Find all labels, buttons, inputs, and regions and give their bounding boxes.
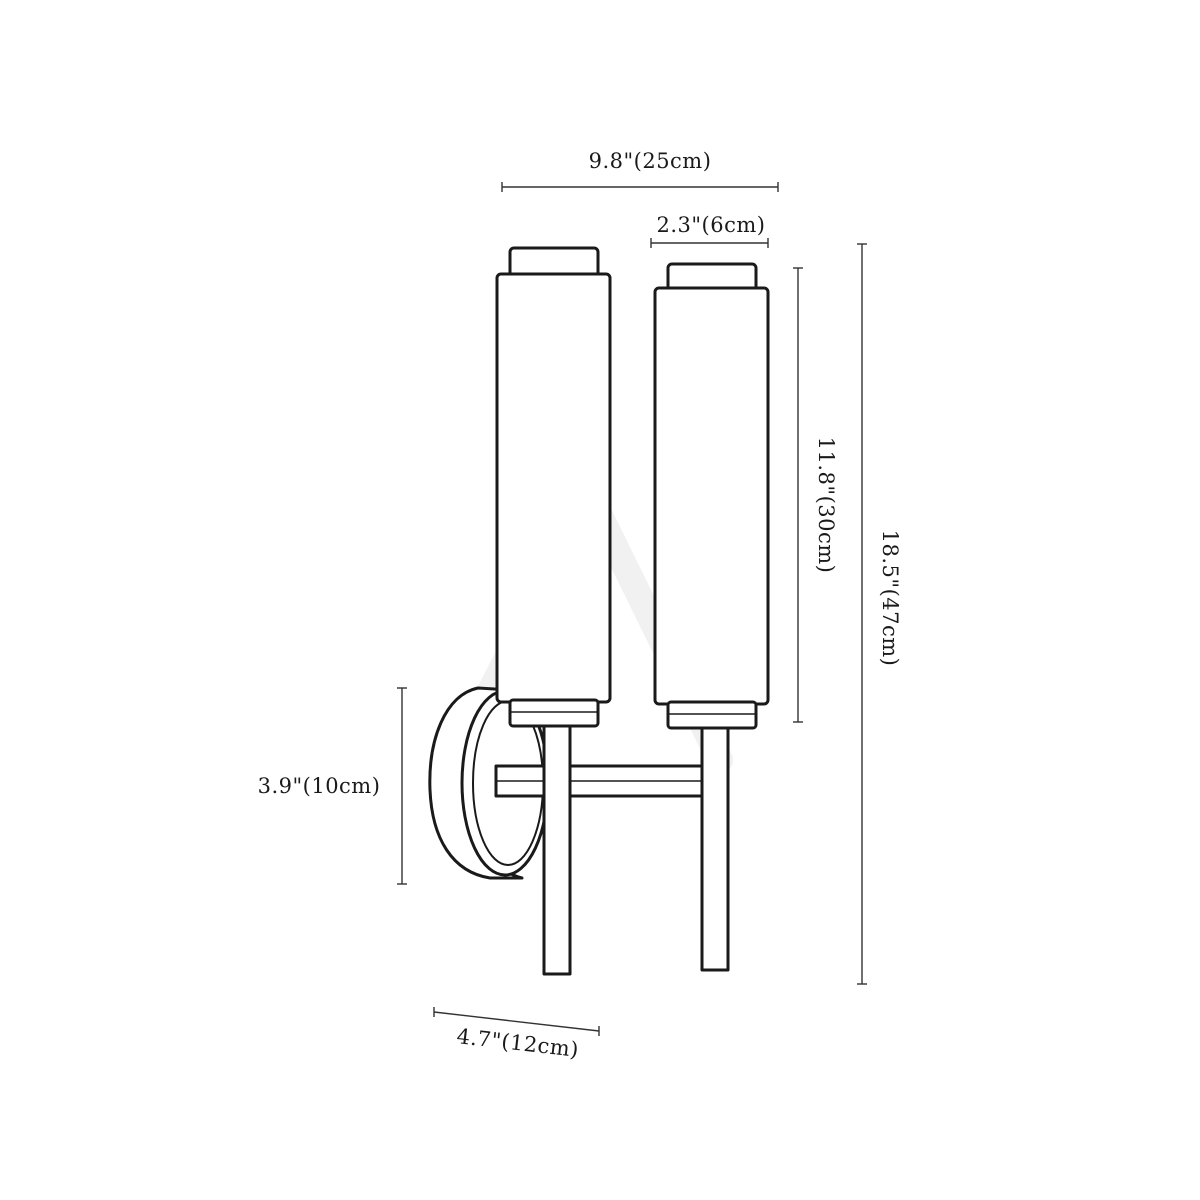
overall-width-label: 9.8"(25cm) — [589, 149, 712, 173]
projection-label: 4.7"(12cm) — [455, 1024, 580, 1062]
horizontal-arm — [494, 764, 708, 798]
dimension-lines — [397, 182, 867, 1036]
left-stem — [542, 720, 572, 976]
left-shade — [495, 246, 612, 728]
shade-diameter-label: 2.3"(6cm) — [657, 213, 766, 237]
right-stem — [700, 720, 730, 972]
right-shade — [653, 262, 770, 730]
sconce-drawing — [428, 246, 770, 976]
dimension-labels: 9.8"(25cm) 2.3"(6cm) 11.8"(30cm) 18.5"(4… — [258, 149, 902, 1062]
backplate-height-label: 3.9"(10cm) — [258, 774, 381, 798]
shade-height-label: 11.8"(30cm) — [814, 437, 838, 574]
overall-height-label: 18.5"(47cm) — [878, 530, 902, 667]
